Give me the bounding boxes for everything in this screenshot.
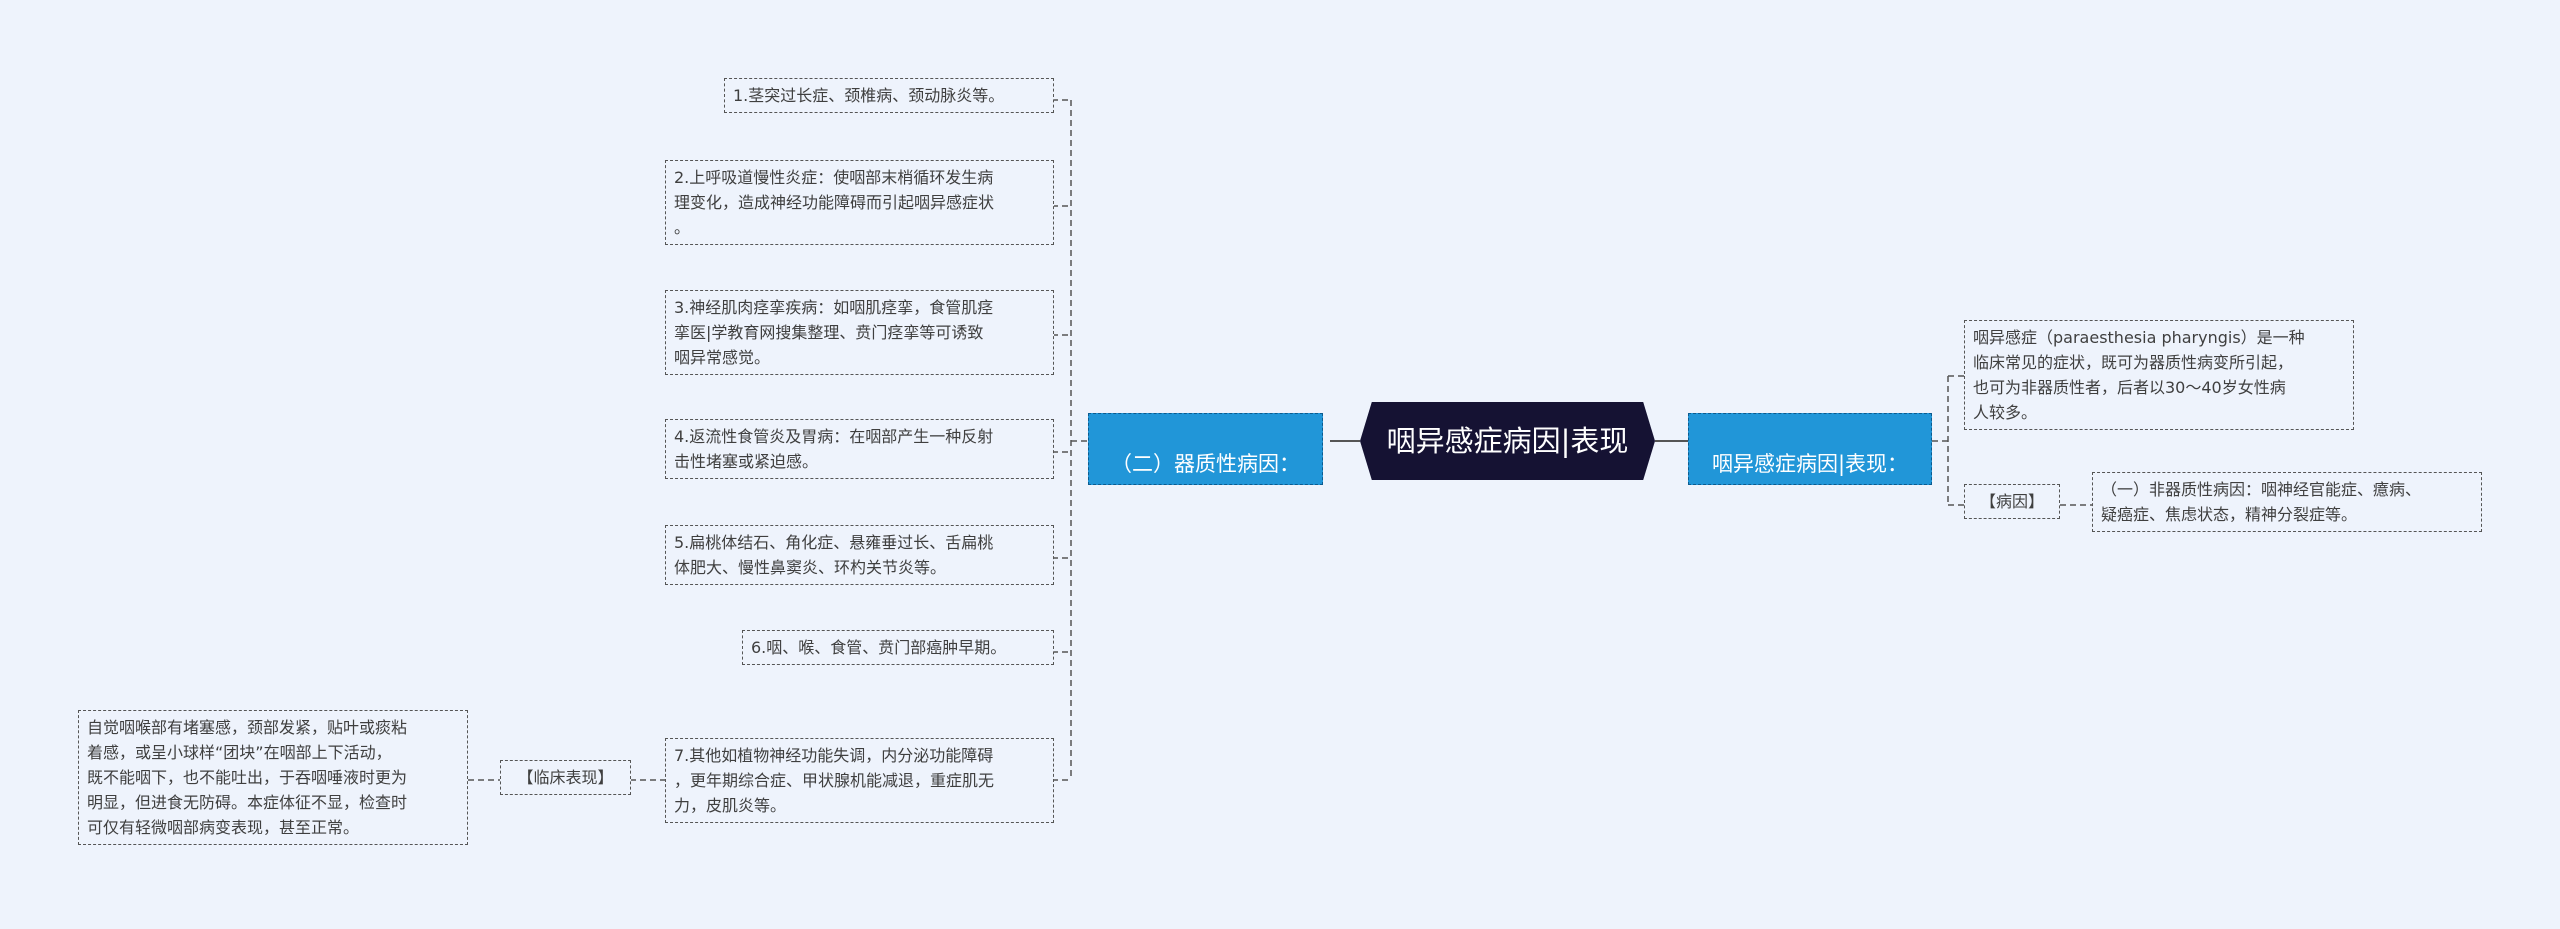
description-text[interactable]: 咽异感症（paraesthesia pharyngis）是一种 临床常见的症状，… xyxy=(1964,320,2354,430)
right-branch-node[interactable]: 咽异感症病因|表现： xyxy=(1688,413,1932,485)
right-branch-label: 咽异感症病因|表现： xyxy=(1711,452,1909,476)
left-branch-label: （二）器质性病因： xyxy=(1111,452,1300,476)
cause-item-5[interactable]: 5.扁桃体结石、角化症、悬雍垂过长、舌扁桃 体肥大、慢性鼻窦炎、环杓关节炎等。 xyxy=(665,525,1054,585)
cause-item-6[interactable]: 6.咽、喉、食管、贲门部癌肿早期。 xyxy=(742,630,1054,665)
cause-item-4[interactable]: 4.返流性食管炎及胃病：在咽部产生一种反射 击性堵塞或紧迫感。 xyxy=(665,419,1054,479)
left-branch-node[interactable]: （二）器质性病因： xyxy=(1088,413,1323,485)
cause-tag[interactable]: 【病因】 xyxy=(1964,484,2060,519)
cause-text[interactable]: （一）非器质性病因：咽神经官能症、癔病、 疑癌症、焦虑状态，精神分裂症等。 xyxy=(2092,472,2482,532)
cause-item-7[interactable]: 7.其他如植物神经功能失调，内分泌功能障碍 ，更年期综合症、甲状腺机能减退，重症… xyxy=(665,738,1054,823)
clinical-tag[interactable]: 【临床表现】 xyxy=(500,760,631,795)
root-node[interactable]: 咽异感症病因|表现 xyxy=(1360,402,1655,480)
clinical-text[interactable]: 自觉咽喉部有堵塞感，颈部发紧，贴叶或痰粘 着感，或呈小球样“团块”在咽部上下活动… xyxy=(78,710,468,845)
root-label: 咽异感症病因|表现 xyxy=(1386,424,1629,458)
cause-item-3[interactable]: 3.神经肌肉痉挛疾病：如咽肌痉挛，食管肌痉 挛医|学教育网搜集整理、贲门痉挛等可… xyxy=(665,290,1054,375)
cause-item-1[interactable]: 1.茎突过长症、颈椎病、颈动脉炎等。 xyxy=(724,78,1054,113)
cause-item-2[interactable]: 2.上呼吸道慢性炎症：使咽部末梢循环发生病 理变化，造成神经功能障碍而引起咽异感… xyxy=(665,160,1054,245)
